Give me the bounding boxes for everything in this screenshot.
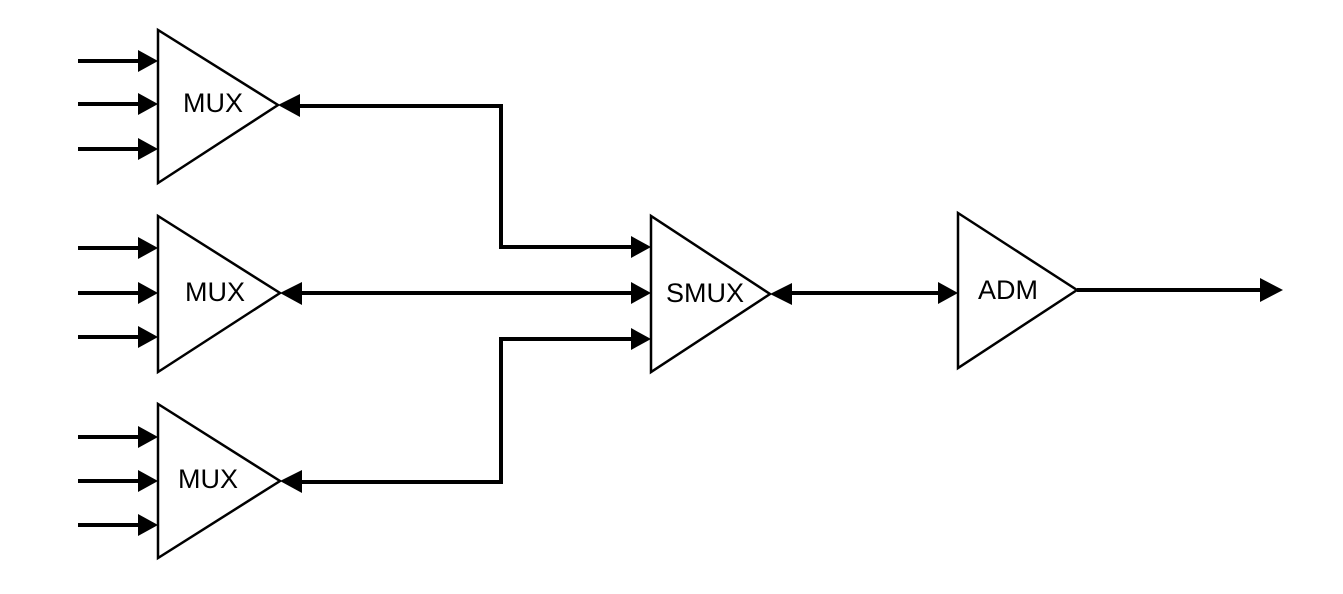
mux-bottom-input-1-arrowhead <box>138 426 158 448</box>
link-mux-top-smux <box>278 94 651 258</box>
link-mux-bottom-smux-line <box>300 337 633 484</box>
mux-middle-triangle <box>156 213 283 375</box>
mux-bottom-input-2-arrowhead <box>138 470 158 492</box>
adm-output <box>1077 278 1283 302</box>
link-mux-top-smux-line <box>298 104 633 249</box>
link-mux-top-smux-arrowhead-right <box>631 236 651 258</box>
mux-top-label: MUX <box>183 88 243 118</box>
link-smux-adm-arrowhead-left <box>770 283 792 305</box>
link-mux-bottom-smux-arrowhead-left <box>280 470 302 493</box>
mux-top-input-2-arrowhead <box>138 93 158 115</box>
mux-top-input-1-arrowhead <box>138 50 158 72</box>
mux-top-input-3-arrowhead <box>138 138 158 160</box>
smux-block: SMUX <box>649 213 773 375</box>
link-mux-middle-smux <box>280 282 651 305</box>
link-mux-top-smux-arrowhead-left <box>278 94 300 117</box>
adm-output-arrowhead <box>1260 278 1283 302</box>
mux-middle-inputs <box>78 237 158 348</box>
link-mux-bottom-smux-arrowhead-right <box>631 328 651 350</box>
link-mux-bottom-smux <box>280 328 651 493</box>
mux-block-bottom: MUX <box>156 401 283 561</box>
mux-bottom-inputs <box>78 426 158 536</box>
link-smux-adm <box>770 282 958 305</box>
mux-middle-label: MUX <box>185 277 245 307</box>
mux-bottom-input-3-arrowhead <box>138 514 158 536</box>
smux-triangle <box>649 213 773 375</box>
mux-middle-input-3-arrowhead <box>138 326 158 348</box>
link-mux-middle-smux-arrowhead-left <box>280 282 302 305</box>
mux-block-middle: MUX <box>156 213 283 375</box>
adm-block: ADM <box>956 210 1080 371</box>
smux-label: SMUX <box>666 278 744 308</box>
mux-middle-input-1-arrowhead <box>138 237 158 259</box>
mux-bottom-label: MUX <box>178 464 238 494</box>
link-mux-middle-smux-arrowhead-right <box>631 282 651 304</box>
mux-top-triangle <box>156 27 281 186</box>
adm-triangle <box>956 210 1080 371</box>
mux-top-inputs <box>78 50 158 160</box>
mux-middle-input-2-arrowhead <box>138 282 158 304</box>
link-smux-adm-arrowhead-right <box>938 282 958 304</box>
adm-label: ADM <box>978 275 1038 305</box>
mux-block-top: MUX <box>156 27 281 186</box>
